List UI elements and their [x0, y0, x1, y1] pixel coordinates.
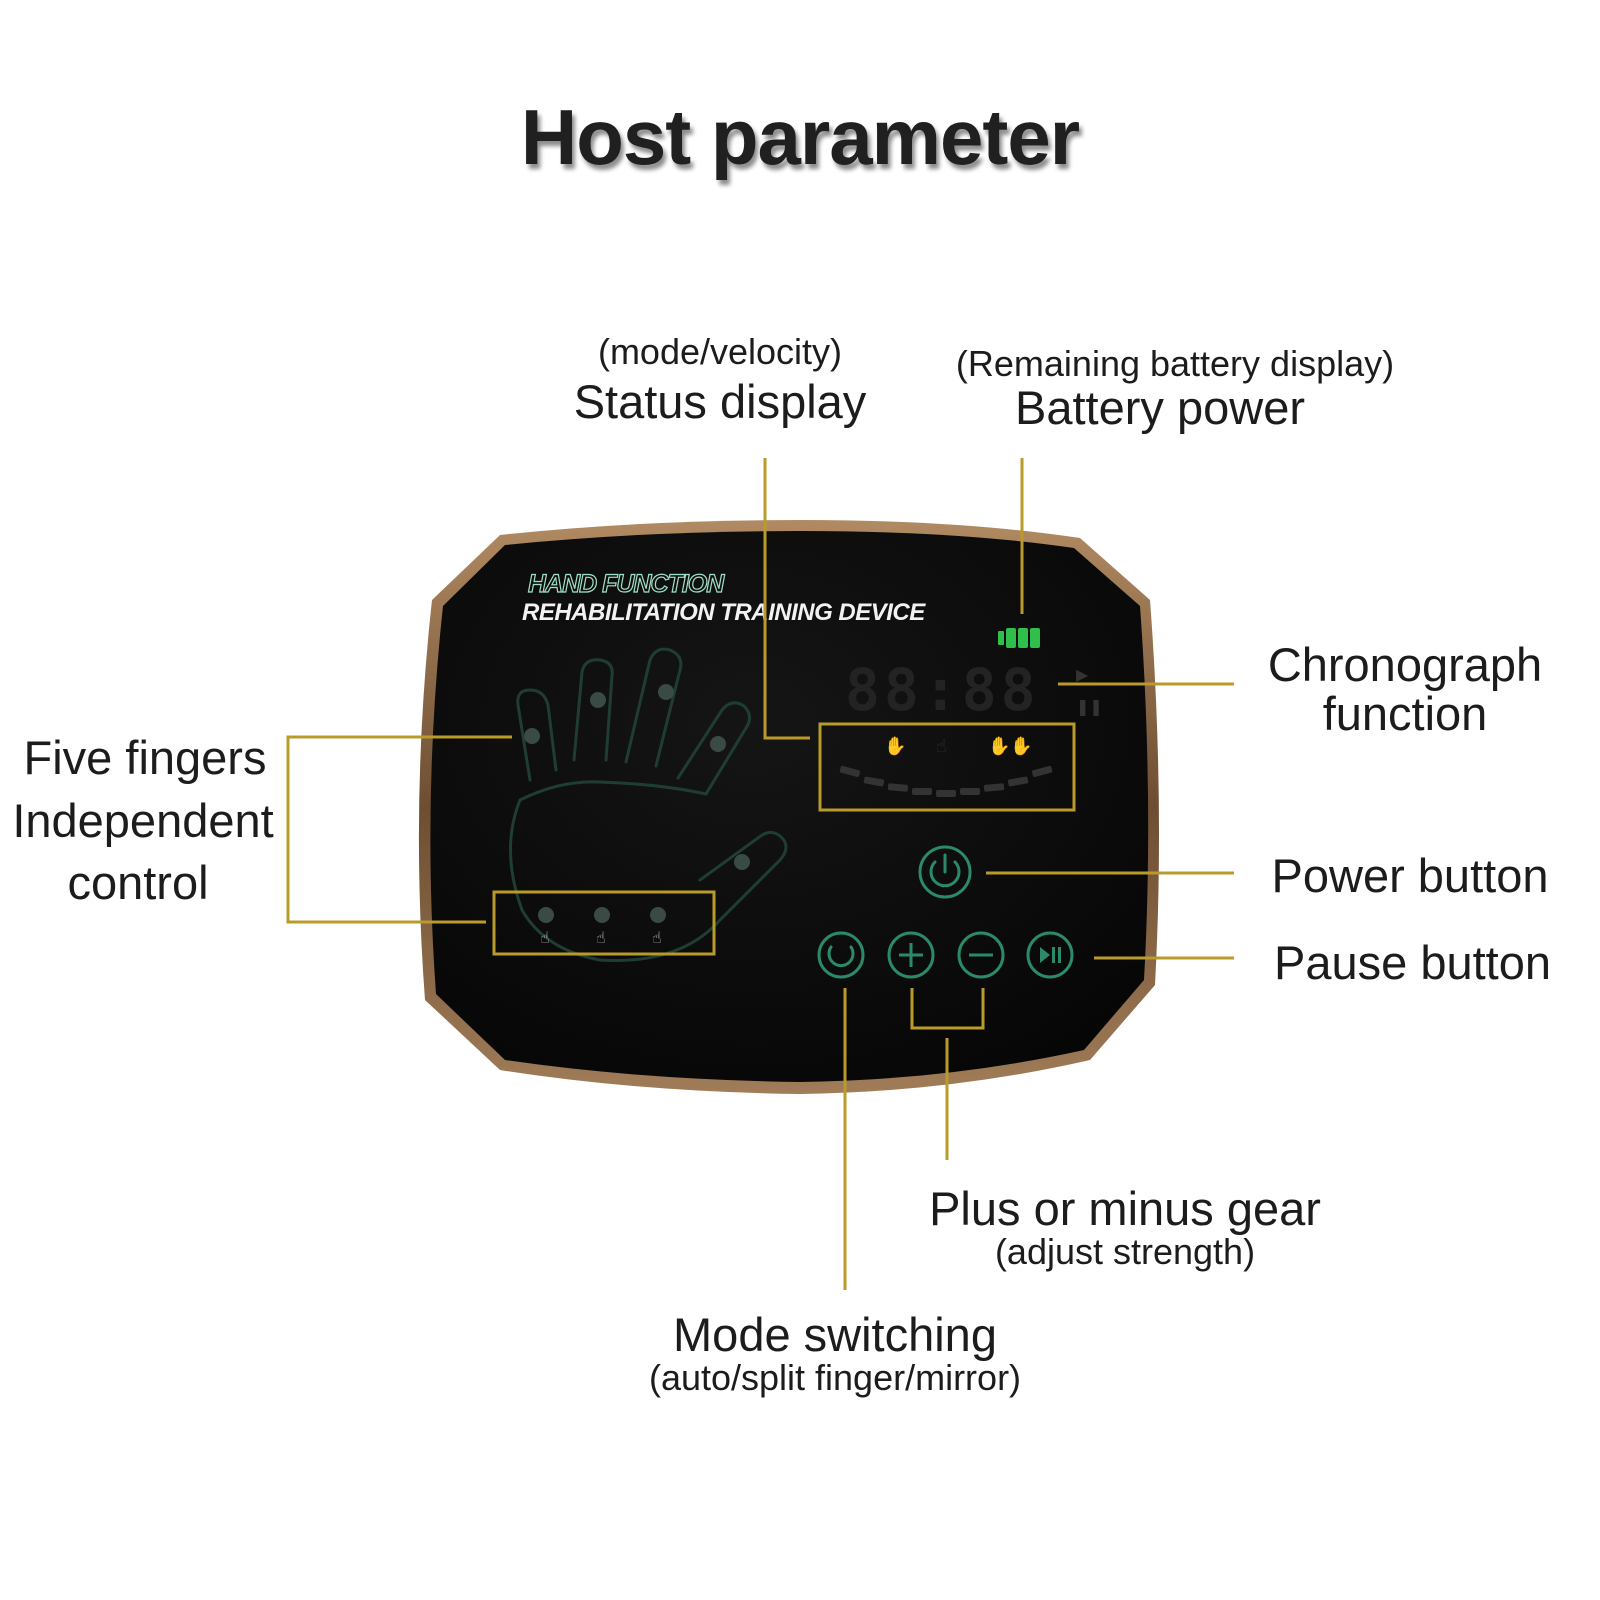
- power-button-label: Power button: [1271, 849, 1549, 902]
- plus-minus-gear-label: Plus or minus gear: [929, 1182, 1321, 1235]
- five-fingers-label-line1: Five fingers: [23, 731, 267, 784]
- pause-button[interactable]: [1026, 931, 1074, 979]
- status-display-label: Status display: [573, 375, 867, 428]
- callout-lines: [286, 458, 1234, 1290]
- page-title: Host parameter: [520, 93, 1080, 181]
- play-pause-icon: [1040, 947, 1061, 963]
- mode-switching-label: Mode switching: [673, 1308, 997, 1361]
- brand-line-2: REHABILITATION TRAINING DEVICE: [522, 599, 926, 626]
- finger-button-2[interactable]: [594, 907, 610, 923]
- brand-line-1: HAND FUNCTION: [528, 570, 725, 598]
- finger-hand-icon-2: ☝: [596, 928, 606, 947]
- finger-button-3[interactable]: [650, 907, 666, 923]
- chronograph-label-line2: function: [1322, 687, 1488, 740]
- five-fingers-label-line2: Independent: [12, 794, 274, 847]
- chronograph-label-line1: Chronograph: [1267, 638, 1543, 691]
- pause-indicator-icon: ❚❚: [1076, 697, 1103, 716]
- minus-button[interactable]: [957, 931, 1005, 979]
- status-mode-icon-3: ✋✋: [988, 735, 1033, 757]
- timer-display: 88:88: [845, 656, 1040, 724]
- mode-cycle-icon: [827, 945, 855, 968]
- power-icon: [929, 853, 961, 888]
- mode-switch-button[interactable]: [817, 931, 865, 979]
- finger-button-1[interactable]: [538, 907, 554, 923]
- velocity-bar: [839, 765, 1053, 797]
- status-display-sublabel: (mode/velocity): [597, 331, 843, 372]
- plus-button[interactable]: [887, 931, 935, 979]
- mode-switching-sublabel: (auto/split finger/mirror): [648, 1357, 1022, 1398]
- finger-control-buttons[interactable]: ☝ ☝ ☝: [538, 907, 666, 947]
- play-indicator-icon: ▶: [1076, 665, 1089, 684]
- status-mode-icon-2: ☝: [936, 736, 947, 757]
- battery-power-label: Battery power: [1015, 381, 1305, 434]
- pause-button-label: Pause button: [1274, 936, 1551, 989]
- plus-minus-gear-sublabel: (adjust strength): [994, 1231, 1256, 1272]
- status-display: ✋ ☝ ✋✋: [839, 735, 1053, 797]
- device-body: [418, 520, 1159, 1094]
- battery-power-sublabel: (Remaining battery display): [955, 343, 1395, 384]
- finger-hand-icon-3: ☝: [652, 928, 662, 947]
- finger-indicators: [524, 684, 750, 870]
- battery-icon: [998, 628, 1040, 648]
- five-fingers-label-line3: control: [67, 856, 209, 909]
- finger-hand-icon-1: ☝: [540, 928, 550, 947]
- plus-icon: [899, 943, 923, 967]
- power-button[interactable]: [918, 845, 972, 899]
- status-mode-icon-1: ✋: [884, 735, 906, 757]
- hand-outline-icon: [508, 647, 788, 962]
